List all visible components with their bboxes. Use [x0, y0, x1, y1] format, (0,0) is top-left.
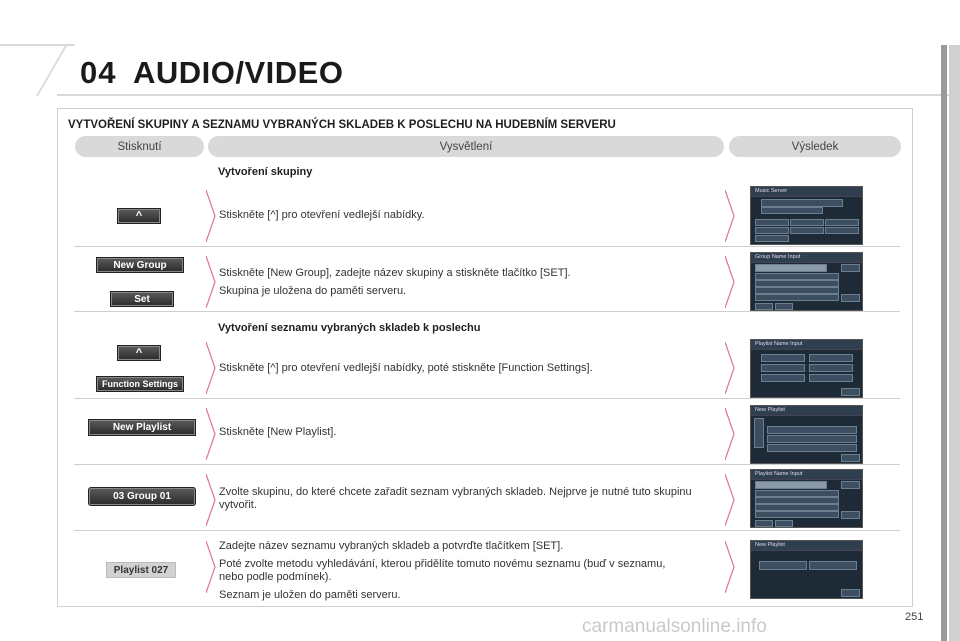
chapter-title: AUDIO/VIDEO	[133, 55, 344, 90]
header-underline	[57, 94, 954, 96]
screen-title: Playlist Name Input	[755, 341, 803, 347]
row-divider	[74, 398, 900, 399]
header-rule	[0, 44, 75, 46]
page-edge-bar	[941, 45, 947, 641]
chevron-left-icon	[206, 342, 216, 394]
result-screen-playlist-name-entry: Playlist Name Input	[750, 469, 863, 528]
row-divider	[74, 530, 900, 531]
subsection-playlist-heading: Vytvoření seznamu vybraných skladeb k po…	[218, 322, 481, 334]
chevron-left-icon	[206, 474, 216, 526]
page-number: 251	[905, 611, 924, 623]
chevron-right-icon	[725, 256, 735, 308]
result-screen-group-name-input: Group Name Input	[750, 252, 863, 311]
chevron-right-icon	[725, 190, 735, 242]
chevron-left-icon	[206, 190, 216, 242]
chevron-left-icon	[206, 541, 216, 593]
screen-title: Music Server	[755, 188, 788, 194]
chevron-right-icon	[725, 342, 735, 394]
screen-title: New Playlist	[755, 542, 785, 548]
press-button-function-settings: Function Settings	[96, 376, 184, 392]
section-title: VYTVOŘENÍ SKUPINY A SEZNAMU VYBRANÝCH SK…	[68, 119, 616, 131]
result-screen-new-playlist: New Playlist	[750, 405, 863, 464]
chevron-right-icon	[725, 408, 735, 460]
press-button-new-playlist: New Playlist	[88, 419, 196, 436]
row-divider	[74, 246, 900, 247]
watermark: carmanualsonline.info	[582, 616, 767, 637]
row-divider	[74, 311, 900, 312]
page-edge-bar-light	[949, 45, 960, 641]
chevron-left-icon	[206, 408, 216, 460]
instruction-text: Stiskněte [^] pro otevření vedlejší nabí…	[219, 362, 593, 374]
instruction-text: Poté zvolte metodu vyhledávání, kterou p…	[219, 558, 666, 583]
press-button-up: ^	[117, 345, 161, 361]
instruction-text: Stiskněte [^] pro otevření vedlejší nabí…	[219, 209, 425, 221]
chevron-right-icon	[725, 474, 735, 526]
chapter-number: 04	[80, 55, 117, 90]
result-screen-playlist-name-input: Playlist Name Input	[750, 339, 863, 398]
subsection-group-heading: Vytvoření skupiny	[218, 166, 313, 178]
instruction-text: Zadejte název seznamu vybraných skladeb …	[219, 540, 564, 552]
header-diagonal	[35, 44, 68, 96]
screen-title: Group Name Input	[755, 254, 801, 260]
instruction-row-4: Stiskněte [New Playlist].	[219, 426, 719, 444]
screen-title: Playlist Name Input	[755, 471, 803, 477]
press-button-new-group: New Group	[96, 257, 184, 273]
instruction-text: Stiskněte [New Group], zadejte název sku…	[219, 267, 571, 279]
chevron-left-icon	[206, 256, 216, 308]
instruction-text: Stiskněte [New Playlist].	[219, 426, 337, 438]
result-screen-search-method: New Playlist	[750, 540, 863, 599]
instruction-row-5: Zvolte skupinu, do které chcete zařadit …	[219, 486, 709, 517]
result-screen-music-server: Music Server	[750, 186, 863, 245]
press-button-playlist-027: Playlist 027	[106, 562, 176, 578]
column-header-press: Stisknutí	[75, 136, 204, 157]
row-divider	[74, 464, 900, 465]
content-frame	[57, 108, 913, 607]
press-button-set: Set	[110, 291, 174, 307]
press-button-up: ^	[117, 208, 161, 224]
screen-title: New Playlist	[755, 407, 785, 413]
instruction-row-3: Stiskněte [^] pro otevření vedlejší nabí…	[219, 362, 719, 380]
instruction-text: Skupina je uložena do paměti serveru.	[219, 285, 407, 297]
chevron-right-icon	[725, 541, 735, 593]
press-button-group-01: 03 Group 01	[88, 487, 196, 506]
instruction-row-2: Stiskněte [New Group], zadejte název sku…	[219, 267, 719, 303]
instruction-text: Zvolte skupinu, do které chcete zařadit …	[219, 486, 692, 511]
column-header-explanation: Vysvětlení	[208, 136, 724, 157]
instruction-row-6: Zadejte název seznamu vybraných skladeb …	[219, 540, 689, 607]
instruction-text: Seznam je uložen do paměti serveru.	[219, 589, 401, 601]
instruction-row-1: Stiskněte [^] pro otevření vedlejší nabí…	[219, 209, 719, 227]
column-header-result: Výsledek	[729, 136, 901, 157]
